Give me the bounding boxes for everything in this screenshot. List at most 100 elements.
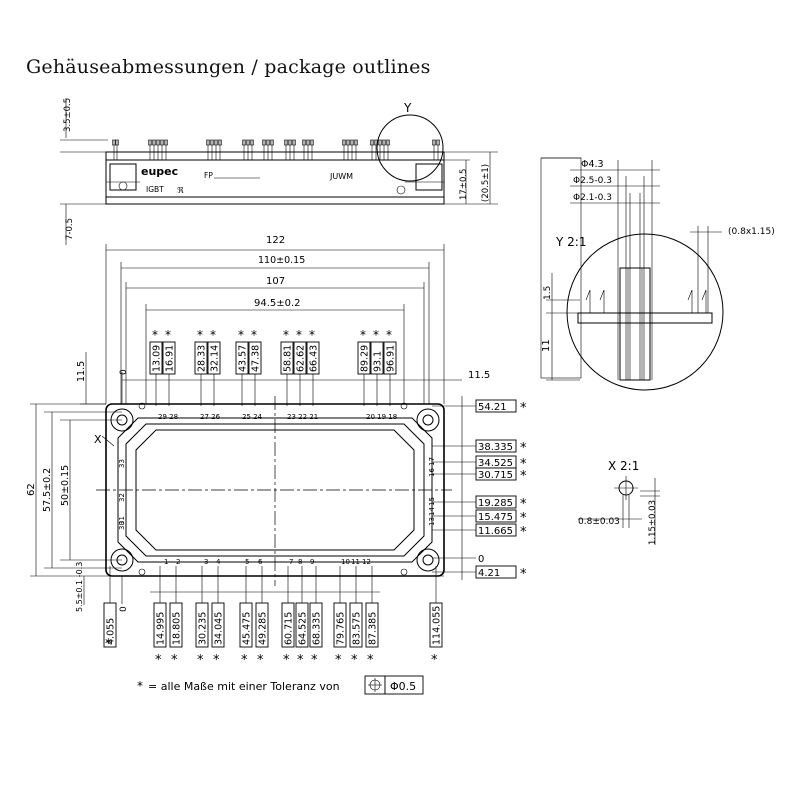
bottom-dim-value: 45.475: [242, 612, 253, 645]
brand-label: eupec: [141, 165, 178, 178]
detail-y-title: Y 2:1: [555, 235, 586, 249]
bottom-pin-number: 10: [341, 558, 350, 566]
tolerance-star: *: [520, 497, 527, 512]
footnote: * = alle Maße mit einer Toleranz von Φ0.…: [137, 675, 424, 695]
bottom-dim-value: 64.525: [298, 612, 309, 645]
detail-y-marker: Y: [403, 101, 412, 115]
top-pin-dim-value: 62.62: [296, 345, 307, 372]
top-pin-dim-value: 89.29: [360, 345, 371, 372]
bottom-dim-box: [153, 602, 167, 648]
tolerance-value: Φ0.5: [390, 680, 416, 693]
phi-4-3: Φ4.3: [581, 159, 604, 170]
dim-right-outer: (20.5±1): [481, 164, 491, 202]
tolerance-star: *: [297, 653, 304, 668]
tolerance-star: *: [309, 328, 315, 342]
bottom-dim-box: [255, 602, 269, 648]
page-title: Gehäuseabmessungen / package outlines: [26, 56, 431, 78]
side-pin-tip: [306, 139, 310, 146]
bottom-dim-value: 4.055: [106, 618, 117, 645]
side-pin-tip: [115, 139, 119, 146]
tolerance-star: *: [520, 401, 527, 416]
left-pin-number: 32: [118, 493, 126, 502]
bottom-dim-box: [309, 602, 323, 648]
dim-11: 11: [541, 339, 552, 352]
side-pin-tip: [218, 139, 222, 146]
bottom-pin-number: 7: [289, 558, 293, 566]
right-dim-box: [475, 467, 517, 481]
top-pin-dim-value: 32.14: [210, 345, 221, 372]
side-pin-tip: [370, 139, 374, 146]
right-boss: [415, 163, 443, 191]
detail-x-title: X 2:1: [608, 459, 639, 473]
bottom-pin-number: 12: [362, 558, 371, 566]
tolerance-star: *: [311, 653, 318, 668]
bottom-dim-value: 79.765: [336, 612, 347, 645]
bottom-dim-value: 34.045: [214, 612, 225, 645]
dim-62: 62: [26, 483, 37, 496]
ul-logo-icon: ℜ: [177, 186, 184, 195]
phi-2-1: Φ2.1-0.3: [573, 193, 612, 203]
tolerance-star: *: [373, 328, 379, 342]
dim-x-1-15: 1.15±0.03: [648, 500, 658, 545]
detail-x: X 2:1 0.8±0.03 1.15±0.03: [578, 459, 660, 545]
bottom-zero: 0: [119, 606, 129, 612]
right-dim-value: 19.285: [478, 498, 513, 509]
side-pin-tip: [302, 139, 306, 146]
right-pin-number: 17: [428, 457, 436, 466]
right-dim-box: [475, 523, 517, 537]
tolerance-star: *: [520, 567, 527, 582]
bottom-dim-box: [295, 602, 309, 648]
top-pin-number: 23 22 21: [287, 413, 318, 421]
side-pin-tip: [346, 139, 350, 146]
top-pin-dim-value: 66.43: [309, 345, 320, 372]
side-pin-tip: [436, 139, 440, 146]
right-dim-value: 4.21: [478, 568, 500, 579]
right-dim-box: [475, 439, 517, 453]
bottom-pin-number: 6: [258, 558, 263, 566]
tolerance-star: *: [171, 653, 178, 668]
side-pin-tip: [382, 139, 386, 146]
bottom-pin-number: 5: [245, 558, 249, 566]
tolerance-star: *: [351, 653, 358, 668]
bottom-pin-number: 3: [204, 558, 208, 566]
side-pin-tip: [292, 139, 296, 146]
dim-94: 94.5±0.2: [254, 298, 301, 309]
side-pin-tip: [310, 139, 314, 146]
left-pin-number: 31: [118, 516, 126, 525]
side-pin-tip: [210, 139, 214, 146]
top-pin-number: 27 26: [200, 413, 221, 421]
tolerance-star: *: [105, 637, 112, 652]
dim-50: 50±0.15: [60, 465, 71, 506]
side-pin-tip: [246, 139, 250, 146]
dim-107: 107: [266, 276, 285, 287]
tolerance-star: *: [213, 653, 220, 668]
top-pin-dim-value: 43.57: [238, 345, 249, 372]
bottom-pin-number: 9: [310, 558, 314, 566]
bottom-pin-number: 11: [351, 558, 360, 566]
tolerance-star: *: [520, 511, 527, 526]
detail-y-circle: [376, 114, 444, 182]
tolerance-star: *: [367, 653, 374, 668]
bottom-pin-dimensions: 04.055*14.995*18.805*30.235*34.045*45.47…: [103, 566, 444, 668]
bottom-dim-value: 68.335: [312, 612, 323, 645]
bottom-dim-value: 60.715: [284, 612, 295, 645]
right-pin-number: 15: [428, 497, 436, 506]
left-pin-number: 30: [118, 521, 126, 530]
top-pin-number: 29 28: [158, 413, 178, 421]
right-zero: 0: [478, 554, 484, 565]
side-pin-tip: [156, 139, 160, 146]
right-dim-value: 11.665: [478, 526, 513, 537]
bottom-dim-box: [349, 602, 363, 648]
tolerance-star: *: [283, 328, 289, 342]
side-pin-tip: [148, 139, 152, 146]
right-pin-number: 14: [428, 507, 436, 516]
side-pin-tip: [378, 139, 382, 146]
bottom-pin-number: 4: [216, 558, 221, 566]
side-pin-tip: [262, 139, 266, 146]
dim-bottom-left: 5.5±0.1 -0.3: [75, 562, 84, 612]
top-pin-dim-value: 13.09: [152, 345, 163, 372]
top-pin-number: 25 24: [242, 413, 263, 421]
right-pin-number: 13: [428, 517, 436, 526]
side-pin-tip: [266, 139, 270, 146]
